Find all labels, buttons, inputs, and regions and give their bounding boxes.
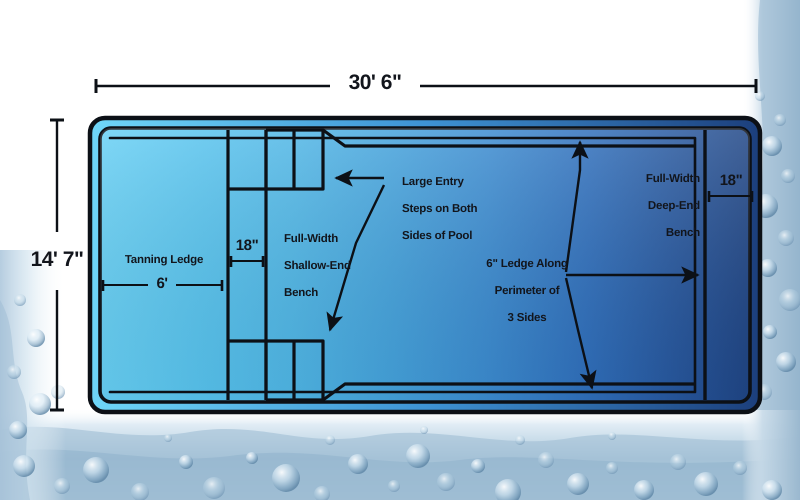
perimeter-ledge-label: 6" Ledge Along Perimeter of 3 Sides: [460, 245, 582, 338]
deep-bench-line-2: Deep-End: [647, 199, 700, 212]
overall-length-dimension-line: [94, 79, 758, 93]
entry-steps-line-2: Steps on Both: [401, 202, 478, 215]
deep-bench-dimension-line: [707, 191, 754, 202]
entry-steps-top: [228, 128, 325, 191]
tanning-ledge-label: Tanning Ledge: [124, 254, 204, 266]
shallow-bench-line-1: Full-Width: [283, 233, 339, 246]
shallow-end-bench-label: Full-Width Shallow-End Bench: [272, 220, 382, 313]
tanning-ledge-dimension-label: 6': [156, 275, 168, 292]
deep-end-bench-label: Full-Width Deep-End Bench: [600, 160, 700, 253]
perimeter-ledge-leader-down: [564, 277, 597, 390]
perimeter-ledge-line-2: Perimeter of: [494, 284, 560, 297]
entry-steps-leader-bottom: [326, 184, 386, 332]
overall-length-label: 30' 6": [348, 71, 402, 94]
overall-width-dimension-line: [50, 118, 64, 412]
shallow-bench-dimension-label: 18": [235, 237, 259, 254]
overall-width-label: 14' 7": [30, 248, 84, 271]
entry-steps-line-1: Large Entry: [401, 176, 464, 189]
shallow-bench-line-2: Shallow-End: [283, 259, 351, 272]
perimeter-ledge-line: [108, 136, 697, 394]
entry-steps-bottom: [228, 339, 325, 402]
deep-bench-line-1: Full-Width: [645, 173, 700, 186]
entry-steps-label: Large Entry Steps on Both Sides of Pool: [390, 163, 508, 256]
shallow-bench-line-3: Bench: [283, 286, 319, 299]
perimeter-ledge-leader-up: [564, 140, 589, 273]
deep-bench-line-3: Bench: [665, 226, 700, 239]
perimeter-ledge-line-1: 6" Ledge Along: [486, 258, 568, 271]
shallow-bench-dimension-line: [229, 256, 265, 267]
tanning-ledge-dimension-line: [101, 280, 224, 291]
pool-water-basin: [98, 126, 752, 404]
deep-bench-dimension-label: 18": [719, 172, 743, 189]
entry-steps-line-3: Sides of Pool: [401, 229, 473, 242]
perimeter-ledge-line-3: 3 Sides: [507, 311, 547, 324]
